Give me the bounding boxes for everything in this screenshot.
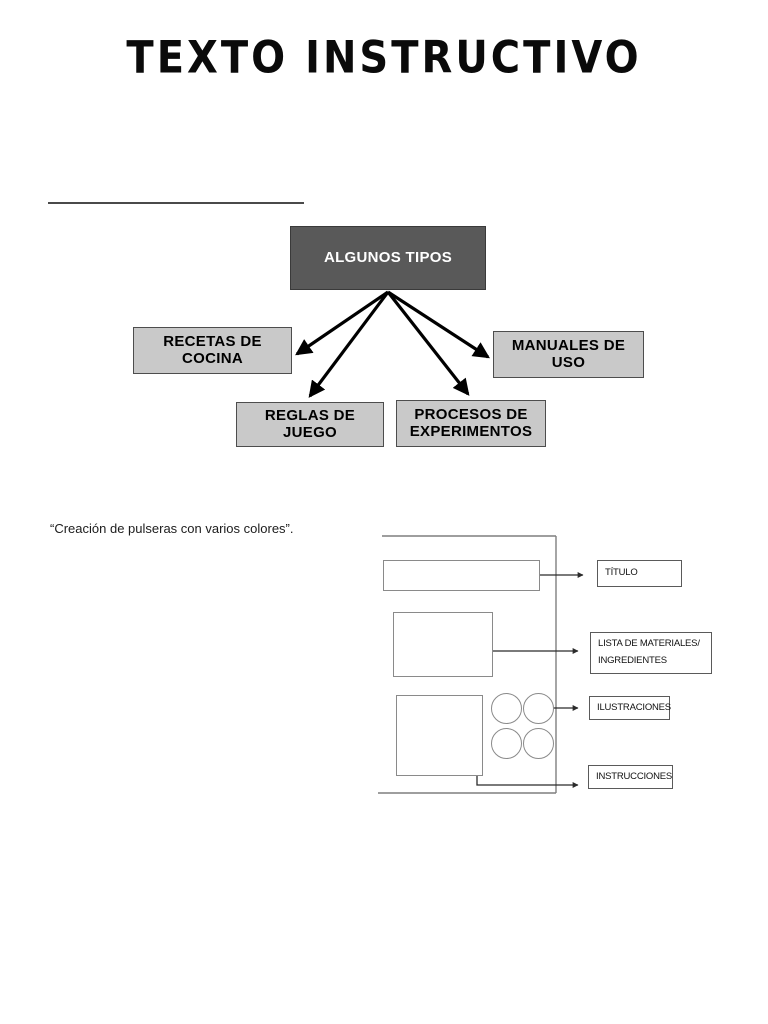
mockup-illustration-circle-1: [491, 693, 522, 724]
example-caption: “Creación de pulseras con varios colores…: [50, 521, 294, 536]
callout-ilustraciones-label: ILUSTRACIONES: [597, 701, 671, 713]
flow-box-manuales-de-uso[interactable]: MANUALES DE USO: [493, 331, 644, 378]
callout-ilustraciones[interactable]: ILUSTRACIONES: [589, 696, 671, 720]
arrow-to-recetas: [295, 290, 389, 356]
flow-box-procesos-de-experimentos[interactable]: PROCESOS DE EXPERIMENTOS: [396, 400, 546, 447]
mockup-illustration-circle-3: [491, 728, 522, 759]
callout-titulo-label: TÍTULO: [605, 567, 638, 579]
arrow-to-manuales: [387, 290, 490, 359]
callout-lista-de-materiales[interactable]: LISTA DE MATERIALES/ INGREDIENTES: [590, 632, 712, 674]
callout-instrucciones-label: INSTRUCCIONES: [596, 770, 673, 782]
page-title: TEXTO INSTRUCTIVO: [126, 32, 642, 84]
arrow-to-reglas: [308, 291, 390, 398]
mockup-materials-block: [393, 612, 493, 677]
callout-materiales-line2: INGREDIENTES: [598, 655, 667, 666]
mockup-instructions-block: [396, 695, 483, 776]
callout-instrucciones[interactable]: INSTRUCCIONES: [588, 765, 673, 789]
mockup-illustration-circle-4: [523, 728, 554, 759]
flow-box-algunos-tipos[interactable]: ALGUNOS TIPOS: [290, 226, 486, 290]
flow-box-recetas-de-cocina[interactable]: RECETAS DE COCINA: [133, 327, 292, 374]
callout-titulo[interactable]: TÍTULO: [597, 560, 682, 587]
section-divider-rule: [48, 202, 304, 204]
mockup-illustration-circle-2: [523, 693, 554, 724]
flow-box-reglas-de-juego[interactable]: REGLAS DE JUEGO: [236, 402, 384, 447]
mockup-title-block: [383, 560, 540, 591]
callout-materiales-line1: LISTA DE MATERIALES/: [598, 638, 700, 650]
arrow-to-procesos: [386, 291, 470, 396]
